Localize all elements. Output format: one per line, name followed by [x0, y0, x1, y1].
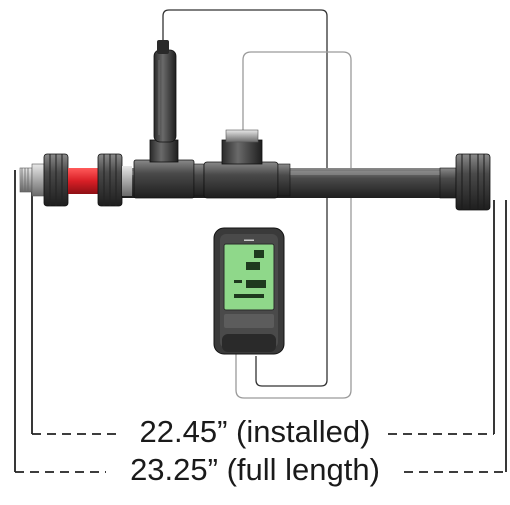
dimension-line-full-length [14, 170, 507, 473]
sensor-probe-icon [153, 40, 177, 143]
meter-cable [235, 51, 352, 399]
hex-end-fitting-icon [439, 153, 491, 211]
dimension-line-installed [31, 178, 495, 435]
left-threaded-end [19, 163, 45, 197]
installed-length-label: 22.45” (installed) [0, 414, 510, 450]
installed-length-text: 22.45” (installed) [137, 414, 373, 449]
tee-fitting-icon [133, 139, 205, 199]
ball-valve-icon [43, 153, 132, 207]
meter-tee-fitting [203, 129, 291, 199]
meter-brand-mark: ▬▬ [244, 237, 254, 243]
handheld-meter-icon: ▬▬ [213, 227, 285, 355]
full-length-text: 23.25” (full length) [128, 452, 382, 487]
full-length-label: 23.25” (full length) [0, 452, 510, 488]
